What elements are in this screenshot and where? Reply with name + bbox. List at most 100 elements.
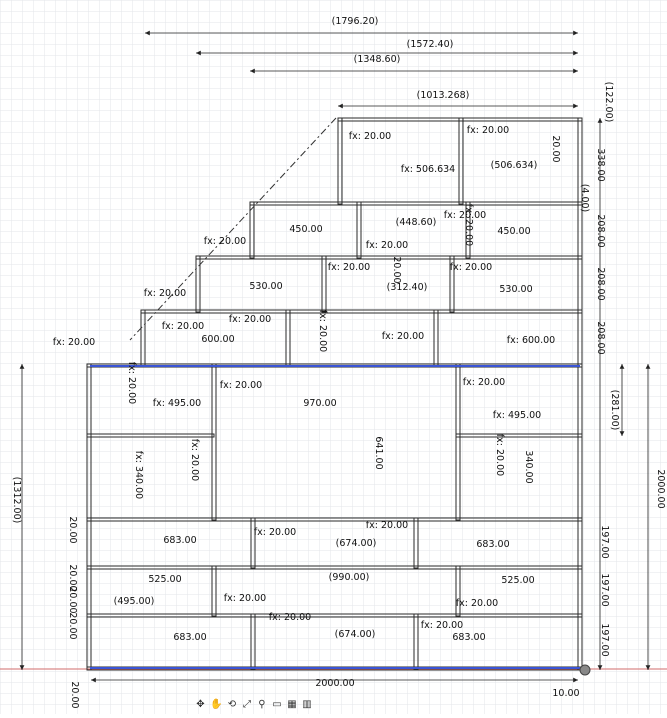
divider-u2[interactable]: [356, 201, 362, 259]
dim-label-49[interactable]: (674.00): [335, 629, 376, 640]
dim-label-33[interactable]: 641.00: [373, 436, 384, 469]
dim-left-3[interactable]: 20.00: [67, 612, 78, 639]
dim-right-2[interactable]: (4.00): [579, 184, 590, 213]
grid-icon[interactable]: ▦: [287, 699, 297, 710]
dim-label-19[interactable]: fx: 20.00: [229, 314, 271, 325]
dim-bottom-0[interactable]: 2000.00: [315, 678, 354, 689]
dim-label-25[interactable]: fx: 20.00: [53, 337, 95, 348]
dim-right-8[interactable]: 197.00: [599, 525, 610, 558]
dim-label-42[interactable]: (990.00): [329, 572, 370, 583]
dim-label-26[interactable]: fx: 20.00: [220, 380, 262, 391]
dim-left-5[interactable]: 20.00: [69, 681, 80, 708]
dim-right-4[interactable]: 208.00: [595, 267, 606, 300]
dim-label-28[interactable]: fx: 495.00: [153, 398, 201, 409]
dim-label-27[interactable]: fx: 20.00: [463, 377, 505, 388]
divider-u5[interactable]: [449, 255, 455, 313]
dim-label-6[interactable]: (448.60): [396, 217, 437, 228]
zoom-icon[interactable]: ⚲: [258, 699, 266, 710]
move-icon[interactable]: ✥: [196, 699, 205, 710]
hand-icon[interactable]: ✋: [210, 699, 223, 710]
dim-label-18[interactable]: fx: 20.00: [144, 288, 186, 299]
dim-label-30[interactable]: fx: 495.00: [493, 410, 541, 421]
divider-l1[interactable]: [211, 363, 217, 521]
dim-label-38[interactable]: (674.00): [336, 538, 377, 549]
dim-label-48[interactable]: fx: 20.00: [269, 612, 311, 623]
dim-label-23[interactable]: fx: 20.00: [382, 331, 424, 342]
dim-top-0[interactable]: (1796.20): [332, 16, 379, 27]
orbit-icon[interactable]: ⟲: [227, 699, 237, 710]
viewports-icon[interactable]: ▥: [302, 699, 312, 710]
dim-label-8[interactable]: 450.00: [497, 226, 530, 237]
dim-label-40[interactable]: 683.00: [476, 539, 509, 550]
dim-label-13[interactable]: fx: 20.00: [328, 262, 370, 273]
board-left-mid[interactable]: [86, 433, 215, 438]
dim-label-52[interactable]: fx: 20.00: [126, 362, 137, 404]
dim-label-2[interactable]: 20.00: [550, 135, 561, 162]
dim-label-14[interactable]: fx: 20.00: [450, 262, 492, 273]
dim-right-1[interactable]: 338.00: [595, 148, 606, 181]
dim-label-46[interactable]: fx: 20.00: [456, 598, 498, 609]
divider-u1[interactable]: [458, 117, 464, 205]
dim-left-0[interactable]: (1312.00): [11, 477, 22, 524]
dim-top-2[interactable]: (1348.60): [354, 54, 401, 65]
dim-left-4[interactable]: 20.00: [67, 586, 78, 613]
dim-label-41[interactable]: 525.00: [148, 574, 181, 585]
dim-label-3[interactable]: fx: 506.634: [401, 164, 455, 175]
dim-label-47[interactable]: 683.00: [173, 632, 206, 643]
dim-label-43[interactable]: 525.00: [501, 575, 534, 586]
dim-right-3[interactable]: 208.00: [595, 214, 606, 247]
dim-label-0[interactable]: fx: 20.00: [349, 131, 391, 142]
dim-left-2[interactable]: 20.00: [67, 564, 78, 591]
dim-right-7[interactable]: 2000.00: [655, 469, 666, 508]
dim-label-22[interactable]: fx: 600.00: [507, 335, 555, 346]
board-row-3[interactable]: [86, 613, 583, 618]
dim-label-24[interactable]: fx: 20.00: [317, 310, 328, 352]
zoom-fit-icon[interactable]: ⤢: [242, 699, 251, 710]
dim-label-31[interactable]: fx: 340.00: [133, 451, 144, 499]
dim-left-1[interactable]: 20.00: [67, 516, 78, 543]
dim-right-0[interactable]: (122.00): [603, 82, 614, 123]
divider-l4[interactable]: [413, 517, 419, 569]
dim-label-7[interactable]: fx: 20.00: [444, 210, 486, 221]
dim-label-12[interactable]: fx: 20.00: [463, 204, 474, 246]
step-side-2[interactable]: [249, 201, 255, 259]
dim-label-4[interactable]: (506.634): [491, 160, 538, 171]
dim-label-11[interactable]: 20.00: [391, 256, 402, 283]
dim-label-35[interactable]: 340.00: [523, 450, 534, 483]
dim-label-32[interactable]: fx: 20.00: [189, 439, 200, 481]
dim-label-51[interactable]: 683.00: [452, 632, 485, 643]
dim-right-10[interactable]: 197.00: [599, 623, 610, 656]
origin-point[interactable]: [579, 664, 591, 676]
display-icon[interactable]: ▭: [272, 699, 282, 710]
board-row-1[interactable]: [86, 517, 583, 522]
dim-label-21[interactable]: fx: 20.00: [162, 321, 204, 332]
dim-label-5[interactable]: 450.00: [289, 224, 322, 235]
divider-l5[interactable]: [211, 565, 217, 617]
dim-label-17[interactable]: 530.00: [499, 284, 532, 295]
dim-label-50[interactable]: fx: 20.00: [421, 620, 463, 631]
dim-label-15[interactable]: 530.00: [249, 281, 282, 292]
dim-right-9[interactable]: 197.00: [599, 573, 610, 606]
divider-u4[interactable]: [321, 255, 327, 313]
divider-l2[interactable]: [455, 363, 461, 521]
dim-label-29[interactable]: 970.00: [303, 398, 336, 409]
dim-label-45[interactable]: fx: 20.00: [224, 593, 266, 604]
board-row-2[interactable]: [86, 565, 583, 570]
dim-label-9[interactable]: fx: 20.00: [204, 236, 246, 247]
divider-l6[interactable]: [455, 565, 461, 617]
dim-top-3[interactable]: (1013.268): [417, 90, 470, 101]
dim-label-37[interactable]: fx: 20.00: [254, 527, 296, 538]
dim-label-39[interactable]: fx: 20.00: [366, 520, 408, 531]
dim-top-1[interactable]: (1572.40): [407, 39, 454, 50]
dim-label-10[interactable]: fx: 20.00: [366, 240, 408, 251]
dim-label-36[interactable]: 683.00: [163, 535, 196, 546]
dim-right-6[interactable]: (281.00): [609, 390, 620, 431]
dim-label-16[interactable]: (312.40): [387, 282, 428, 293]
divider-u3[interactable]: [465, 201, 471, 259]
divider-l3[interactable]: [250, 517, 256, 569]
dim-right-11[interactable]: 10.00: [552, 688, 579, 699]
step-side-1[interactable]: [337, 117, 343, 205]
step-side-3[interactable]: [195, 255, 201, 313]
dim-label-1[interactable]: fx: 20.00: [467, 125, 509, 136]
